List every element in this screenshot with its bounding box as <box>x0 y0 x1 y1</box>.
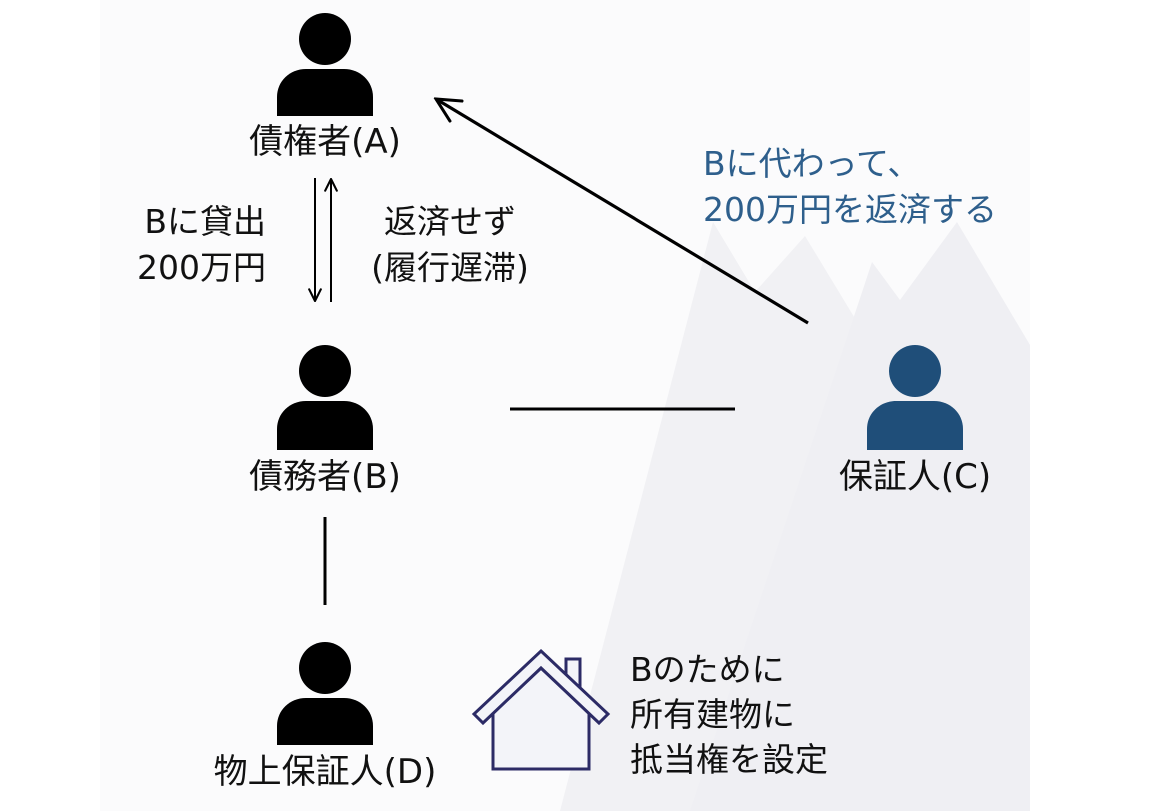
mortgage-note-line: 所有建物に <box>630 695 795 734</box>
person-body <box>277 401 373 450</box>
person-head <box>299 642 351 694</box>
person-head <box>299 345 351 397</box>
property-guarantor-person-icon <box>277 642 373 745</box>
creditor-label: 債権者(A) <box>249 122 401 162</box>
person-body <box>867 401 963 450</box>
debtor-person-icon <box>277 345 373 450</box>
default-note-line: 返済せず <box>384 202 516 241</box>
mortgage-note-line: 抵当権を設定 <box>630 740 828 779</box>
mortgage-note-line: Bのために <box>630 650 785 689</box>
house-icon <box>471 648 611 771</box>
loan-note-line: 200万円 <box>137 248 266 287</box>
mortgage-note: Bのために 所有建物に 抵当権を設定 <box>630 647 828 782</box>
repayment-note: Bに代わって、 200万円を返済する <box>703 141 997 233</box>
repayment-note-line: 200万円を返済する <box>703 190 997 229</box>
guarantor-person-icon <box>867 345 963 450</box>
person-body <box>277 69 373 116</box>
loan-note-line: Bに貸出 <box>144 202 266 241</box>
debtor-label: 債務者(B) <box>249 457 401 497</box>
creditor-person-icon <box>277 13 373 116</box>
repayment-arrow <box>436 99 809 325</box>
loan-note: Bに貸出 200万円 <box>96 199 266 291</box>
person-head <box>299 13 351 65</box>
default-note-line: (履行遅滞) <box>371 248 529 287</box>
person-head <box>889 345 941 397</box>
background-mountains <box>560 222 1030 811</box>
property-guarantor-label: 物上保証人(D) <box>213 752 437 792</box>
background-mountain <box>690 222 1030 811</box>
person-body <box>277 698 373 745</box>
repayment-note-line: Bに代わって、 <box>703 144 921 183</box>
house-roof <box>471 648 611 726</box>
default-note: 返済せず (履行遅滞) <box>350 199 550 291</box>
guarantor-label: 保証人(C) <box>838 457 992 497</box>
